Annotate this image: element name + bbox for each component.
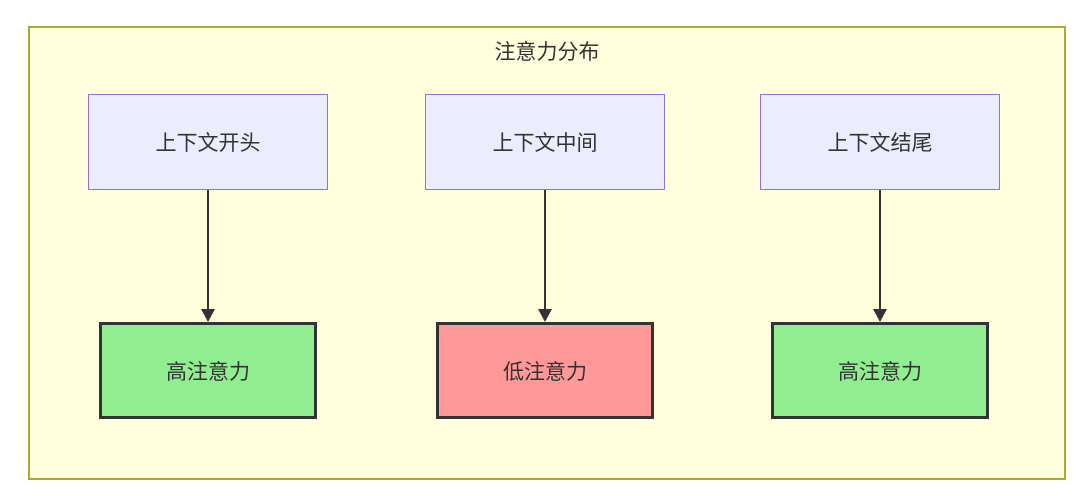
flow-column-context-middle: 上下文中间 低注意力 bbox=[425, 94, 665, 419]
arrowhead-icon bbox=[538, 309, 552, 322]
node-context-end: 上下文结尾 bbox=[760, 94, 1000, 190]
arrowhead-icon bbox=[873, 309, 887, 322]
node-label: 高注意力 bbox=[838, 360, 922, 384]
node-label: 上下文开头 bbox=[155, 132, 261, 155]
node-attention-high-1: 高注意力 bbox=[99, 322, 317, 419]
arrow-line bbox=[879, 190, 881, 310]
node-context-start: 上下文开头 bbox=[88, 94, 328, 190]
diagram-title: 注意力分布 bbox=[494, 41, 600, 64]
node-attention-high-2: 高注意力 bbox=[771, 322, 989, 419]
arrowhead-icon bbox=[201, 309, 215, 322]
flow-column-context-start: 上下文开头 高注意力 bbox=[88, 94, 328, 419]
node-label: 低注意力 bbox=[503, 360, 587, 384]
arrow-down-2 bbox=[538, 190, 552, 322]
arrow-line bbox=[544, 190, 546, 310]
node-label: 上下文结尾 bbox=[827, 132, 933, 155]
flow-column-context-end: 上下文结尾 高注意力 bbox=[760, 94, 1000, 419]
arrow-down-1 bbox=[201, 190, 215, 322]
node-attention-low: 低注意力 bbox=[436, 322, 654, 419]
node-context-middle: 上下文中间 bbox=[425, 94, 665, 190]
arrow-line bbox=[207, 190, 209, 310]
arrow-down-3 bbox=[873, 190, 887, 322]
attention-distribution-cluster: 注意力分布 上下文开头 高注意力 上下文中间 低注意力 bbox=[28, 26, 1066, 480]
node-label: 上下文中间 bbox=[492, 132, 598, 155]
node-label: 高注意力 bbox=[166, 360, 250, 384]
